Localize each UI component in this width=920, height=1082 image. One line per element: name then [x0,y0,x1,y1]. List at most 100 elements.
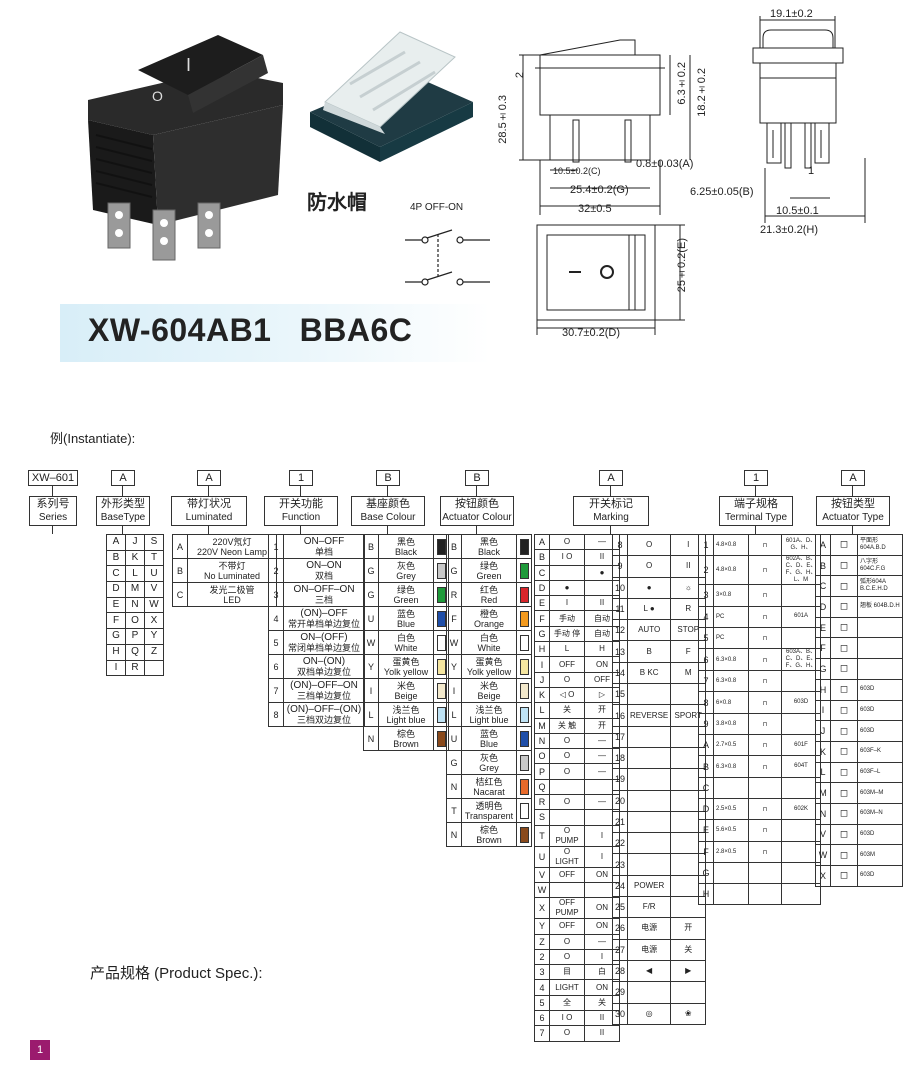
rocker-off-mark: O [152,88,163,104]
top-view-drawing [536,224,685,335]
terminal-icon: ⊓ [762,700,768,707]
desc-en: ON–(OFF) [300,631,348,643]
terminal-drawing-cell: ⊓ [748,797,782,821]
option-code: C [172,582,188,607]
marking-code: 6 [534,1010,550,1027]
marking-code: F [534,610,550,627]
option-code: Y [363,654,379,679]
header-en: Function [281,512,321,523]
marking-left-symbol [549,809,585,826]
actuator-desc: 603M [857,844,903,866]
table-row: J◻603D [815,720,903,742]
colour-cn: 蛋黄色 [392,656,420,667]
marking-left-symbol: 关 [549,702,585,719]
colour-swatch-cell [516,726,532,751]
rocker-on-mark: I [186,55,191,75]
table-row: V◻603D [815,823,903,846]
basetype-code: P [125,628,145,645]
dim-30-7: 30.7±0.2(D) [562,327,621,339]
actuator-desc: 603D [857,865,903,887]
colour-cn: 米色 [396,680,415,691]
colour-swatch [519,658,529,675]
actuator-icon-cell: ◻ [830,802,858,825]
code-connector [755,486,756,496]
marking-code: O [534,748,550,765]
basetype-code: Q [125,643,145,661]
marking-left-symbol: O [549,794,585,811]
table-row: 30◎❀ [611,1002,707,1025]
option-code: I [363,678,379,703]
terminal-size: 6.3×0.8 [713,670,749,693]
marking-left-symbol: OFF [549,866,585,883]
actuator-icon: ◻ [839,580,849,592]
colour-en: White [477,642,501,653]
table-row: C◻弧形604A B.C.E.H.D [815,575,903,598]
marking-right-symbol: ▶ [670,959,707,983]
basetype-code: E [106,596,126,614]
basetype-code: C [106,565,126,583]
basetype-code: M [125,581,145,598]
marking-code: P [534,763,550,780]
colour-swatch [519,682,529,699]
terminal-code: D [698,797,714,821]
header-connector [852,526,853,534]
actuator-icon-cell: ◻ [830,699,858,722]
dim-18-2: 18.2±0.2 [696,68,708,117]
header-cn: 端子规格 [734,498,778,510]
colour-cn: 浅兰色 [392,704,420,715]
option-code: W [363,630,379,655]
marking-code: 27 [611,938,629,961]
marking-left-symbol: O [549,748,585,765]
table-row: H◻603D [815,678,903,701]
marking-left-symbol: F/R [627,896,672,919]
terminal-code: 5 [698,626,714,650]
marking-left-symbol: POWER [627,874,672,898]
marking-code: C [534,564,550,581]
colour-swatch [436,634,446,651]
actuator-icon: ◻ [839,787,849,799]
desc-cn: 三档 [314,594,333,605]
colour-en: Brown [476,834,502,845]
dim-25e: 25±0.2(E) [676,238,688,293]
desc-cn: 三档双边复位 [296,714,351,725]
colour-en: Light blue [386,714,426,725]
colour-swatch [519,826,529,843]
colour-en: Red [480,594,498,605]
desc-cn: 三档单边复位 [296,690,351,701]
table-row: 8(ON)–OFF–(ON)三档双边复位 [268,702,365,727]
colour-en: Black [394,546,417,557]
marking-left-symbol: O LIGHT [549,845,585,868]
actuator-icon: ◻ [839,642,849,654]
option-code: N [363,726,379,751]
marking-left-symbol: O [627,533,672,557]
marking-code: 8 [611,533,629,557]
table-row: D◻翘板 604B.D.H [815,596,903,618]
basetype-code: V [144,581,164,598]
terminal-code: 3 [698,584,714,607]
terminal-code: B [698,755,714,778]
marking-left-symbol: ◁ O [549,686,585,704]
terminal-size [713,861,749,885]
terminal-drawing-cell: ⊓ [748,626,782,650]
colour-en: Grey [396,570,416,581]
code-segment: A [599,470,623,486]
